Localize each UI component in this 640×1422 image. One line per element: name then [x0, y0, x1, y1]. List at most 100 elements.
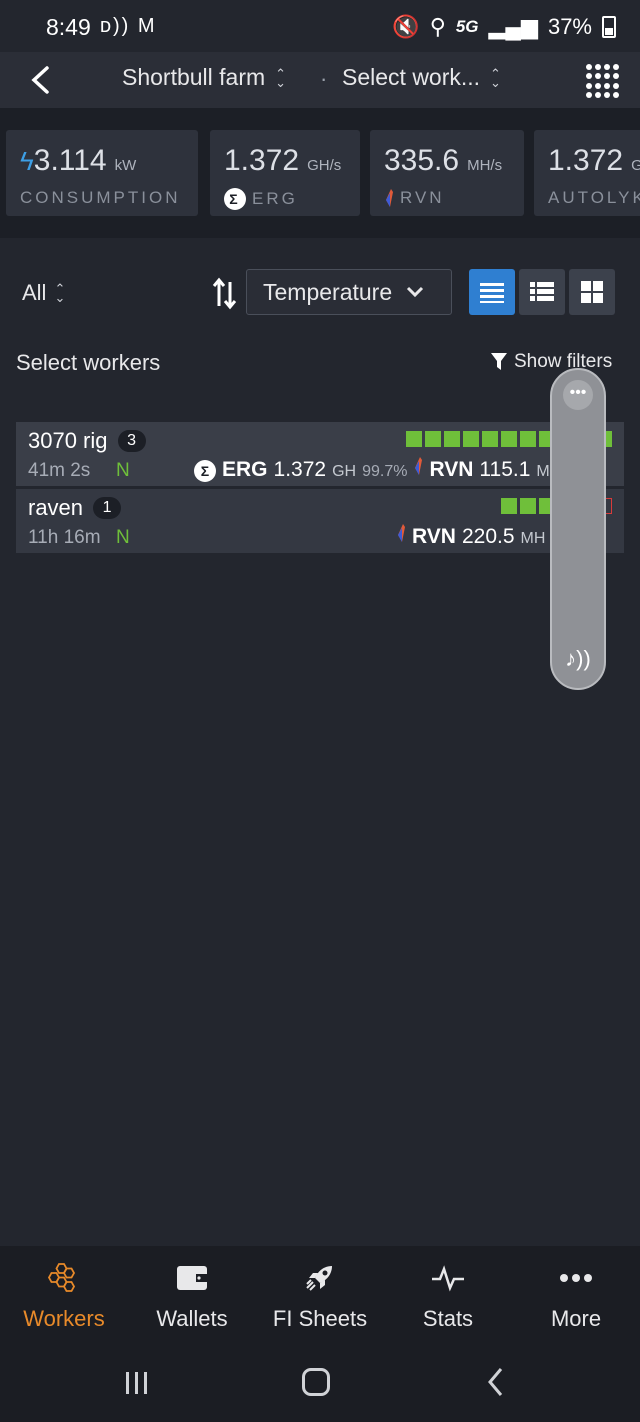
stat-value: 335.6	[384, 144, 460, 177]
gpu-status-bar	[520, 431, 536, 447]
updown-chevron-icon: ⌃⌄	[54, 281, 66, 305]
stat-label: ERG	[252, 189, 298, 208]
stat-value: 3.114	[33, 144, 107, 177]
chevron-down-icon	[407, 286, 424, 298]
music-note-icon[interactable]: ♪))	[565, 646, 591, 671]
gpu-status-bar	[425, 431, 441, 447]
apps-grid-icon[interactable]	[586, 64, 620, 98]
worker-uptime: 41m 2s	[28, 460, 91, 481]
worker-uptime: 11h 16m	[28, 527, 101, 548]
status-time: 8:49	[46, 14, 91, 40]
farm-selector[interactable]: Shortbull farm ⌃⌄	[122, 64, 286, 91]
show-filters-button[interactable]: Show filters	[490, 351, 612, 373]
sort-field-select[interactable]: Temperature	[246, 269, 452, 315]
nav-fi-sheets[interactable]: FI Sheets	[256, 1246, 384, 1348]
view-detail-list-button[interactable]	[519, 269, 565, 315]
app-header: Shortbull farm ⌃⌄ · Select work... ⌃⌄	[0, 52, 640, 108]
worker-hashrate: RVN 220.5 MH	[396, 523, 545, 549]
erg-coin-icon: Σ	[194, 460, 216, 482]
status-notification-icons: ᴅ)) M	[100, 15, 157, 37]
system-back-icon[interactable]	[486, 1366, 506, 1398]
stat-label: CONSUMPTION	[20, 188, 181, 207]
gpu-status-bar	[463, 431, 479, 447]
nav-stats[interactable]: Stats	[384, 1246, 512, 1348]
nav-more[interactable]: More	[512, 1246, 640, 1348]
nav-label: Stats	[422, 1306, 474, 1331]
worker-flag: N	[116, 527, 130, 548]
system-navigation-bar	[0, 1348, 640, 1422]
raven-icon	[398, 524, 405, 542]
battery-percent: 37%	[547, 14, 592, 39]
battery-icon	[602, 16, 616, 38]
more-dots-icon[interactable]: •••	[563, 380, 593, 410]
network-type: 5G	[455, 17, 479, 36]
hash-value: 1.372	[273, 458, 327, 481]
updown-chevron-icon: ⌃⌄	[490, 65, 501, 90]
nav-wallets[interactable]: Wallets	[128, 1246, 256, 1348]
erg-coin-icon: Σ	[224, 188, 246, 210]
recent-apps-icon[interactable]	[124, 1370, 150, 1396]
gpu-status-bar	[501, 431, 517, 447]
hash-coin: ERG	[222, 458, 268, 481]
nav-label: Workers	[23, 1306, 105, 1331]
status-right: 🔇 ⚲ 5G ▂▄▆ 37%	[392, 14, 616, 40]
stat-unit: G	[631, 157, 640, 174]
view-grid-button[interactable]	[569, 269, 615, 315]
worker-flag: N	[116, 460, 130, 481]
worker-row[interactable]: raven 1 11h 16m N RVN 220.5 MH	[16, 489, 624, 553]
hash-unit: M	[536, 463, 550, 480]
gpu-status-bar	[501, 498, 517, 514]
bottom-navigation: Workers Wallets FI Sheets Stats	[0, 1246, 640, 1348]
worker-gpu-count: 3	[117, 430, 146, 452]
signal-icon: ▂▄▆	[488, 14, 538, 39]
rocket-icon	[306, 1266, 332, 1291]
grid-icon	[581, 281, 603, 303]
pulse-icon	[432, 1265, 464, 1292]
hash-unit: MH	[520, 530, 546, 547]
filter-all-label: All	[22, 280, 47, 305]
hash-coin: RVN	[429, 458, 474, 481]
floating-side-panel[interactable]: ••• ♪))	[550, 368, 606, 690]
sort-field-label: Temperature	[263, 278, 393, 305]
chevron-left-icon	[31, 66, 49, 94]
updown-chevron-icon: ⌃⌄	[275, 65, 287, 90]
worker-name: 3070 rig	[28, 428, 108, 453]
hash-unit: GH	[332, 463, 357, 480]
stat-unit: MH/s	[467, 157, 503, 174]
hash-value: 220.5	[461, 525, 515, 548]
gpu-status-bar	[406, 431, 422, 447]
stat-label: RVN	[400, 188, 445, 207]
worker-row[interactable]: 3070 rig 3 41m 2s N Σ ERG 1.372 GH 99.7%…	[16, 422, 624, 486]
stat-unit: kW	[114, 157, 137, 174]
gpu-status-bar	[520, 498, 536, 514]
show-filters-label: Show filters	[514, 351, 613, 372]
worker-gpu-count: 1	[93, 497, 122, 519]
select-workers-label[interactable]: Select workers	[16, 350, 161, 375]
gpu-status-bar	[444, 431, 460, 447]
sort-direction-button[interactable]	[210, 276, 244, 310]
raven-icon	[415, 457, 423, 475]
nav-label: More	[550, 1306, 602, 1331]
status-bar: 8:49 ᴅ)) M 🔇 ⚲ 5G ▂▄▆ 37%	[0, 0, 640, 52]
view-compact-list-button[interactable]	[469, 269, 515, 315]
filter-all-select[interactable]: All ⌃⌄	[22, 280, 65, 306]
back-button[interactable]	[18, 58, 62, 102]
hash-coin: RVN	[412, 525, 456, 548]
worker-name: raven	[28, 495, 84, 520]
home-button-icon[interactable]	[302, 1368, 330, 1396]
sort-arrows-icon	[212, 277, 237, 310]
farm-name: Shortbull farm	[122, 64, 266, 90]
stat-card-rvn[interactable]: 335.6 MH/s RVN	[370, 130, 524, 216]
stat-label: AUTOLYK	[548, 188, 640, 207]
hash-value: 115.1	[479, 458, 531, 481]
worker-selector-label: Select work...	[342, 64, 481, 90]
nav-workers[interactable]: Workers	[0, 1246, 128, 1348]
worker-selector[interactable]: Select work... ⌃⌄	[342, 64, 501, 91]
header-separator: ·	[320, 66, 328, 91]
stat-value: 1.372	[224, 144, 300, 177]
mute-icon: 🔇	[392, 14, 420, 39]
